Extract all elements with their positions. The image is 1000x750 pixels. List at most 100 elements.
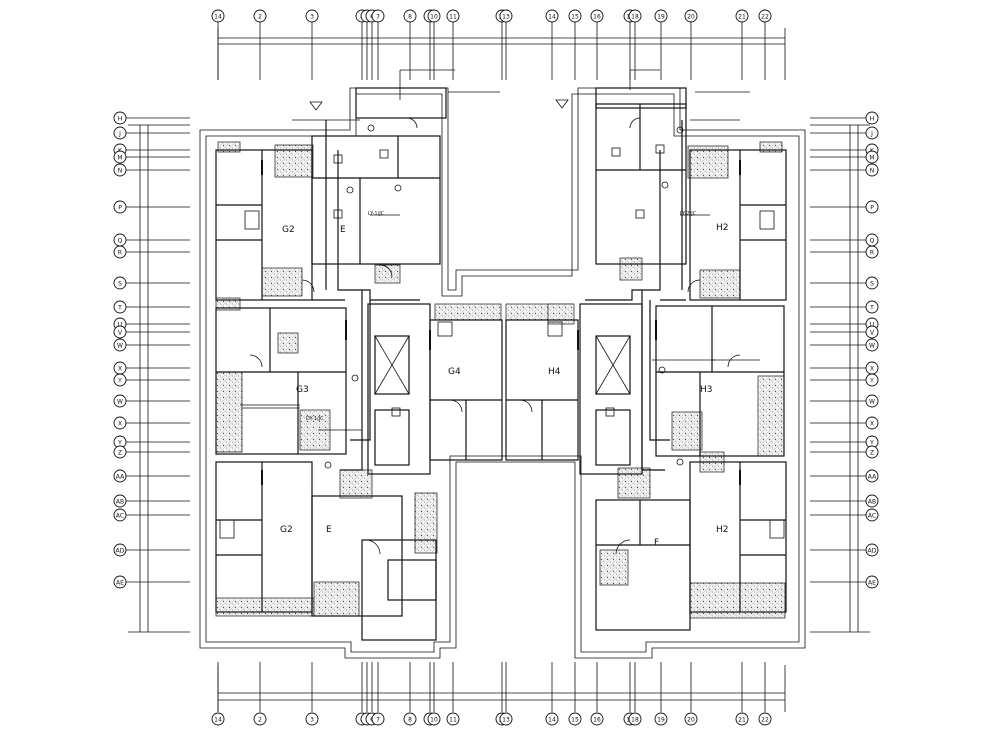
axis-bubble-bottom-1 — [253, 712, 267, 726]
axis-bubble-bottom-15 — [590, 712, 604, 726]
axis-bubble-bottom-19-label: 20 — [687, 717, 695, 724]
axis-bubble-bottom-17 — [628, 712, 642, 726]
axis-bubble-bottom-0-label: 14 — [214, 717, 222, 724]
wall-lines — [215, 87, 787, 641]
axis-bubble-bottom-9 — [427, 712, 441, 726]
axis-bubble-left-9-label: T — [117, 305, 122, 312]
axis-bubble-right-15-label: W — [869, 399, 875, 406]
axis-bubble-right-20 — [865, 494, 879, 508]
axis-bubble-right-9-label: T — [869, 305, 874, 312]
axis-bubble-left-4-label: N — [118, 168, 123, 175]
axis-bubble-bottom-13-label: 14 — [548, 717, 556, 724]
electrical-routes — [240, 120, 715, 471]
axis-bubble-top-7 — [403, 9, 417, 23]
axis-bubble-left-6-label: Q — [118, 238, 123, 245]
axis-bubble-left-16 — [113, 416, 127, 430]
axis-bubble-right-21 — [865, 508, 879, 522]
axis-bubble-left-1 — [113, 126, 127, 140]
axis-bubble-bottom-12-label: 13 — [502, 717, 510, 724]
axis-bubble-left-23-label: AE — [116, 580, 124, 587]
axis-bubble-left-19-label: AA — [116, 474, 125, 481]
axis-bubble-right-22 — [865, 543, 879, 557]
axis-bubble-top-6 — [371, 9, 385, 23]
axis-bubble-top-17-label: 18 — [631, 14, 639, 21]
axis-bubble-right-7 — [865, 245, 879, 259]
axis-bubble-bottom-0 — [211, 712, 225, 726]
axis-bubble-top-20 — [735, 9, 749, 23]
axis-bubble-left-15 — [113, 394, 127, 408]
axis-bubble-right-11-label: V — [870, 330, 875, 337]
axis-bubble-bottom-7 — [403, 712, 417, 726]
note-labels: LY-1/JC LY-2/JC DY-1/JC — [306, 211, 697, 422]
axis-bubble-right-1-label: J — [870, 131, 873, 138]
axis-bubble-top-19 — [684, 9, 698, 23]
axis-bubble-top-9-label: 10 — [430, 14, 438, 21]
axis-bubble-left-10-label: U — [118, 322, 122, 329]
axis-bubble-bottom-2 — [305, 712, 319, 726]
axis-bubble-left-16-label: X — [118, 421, 122, 428]
axis-bubble-top-12-label: 13 — [502, 14, 510, 21]
unit-label-g4: G4 — [448, 367, 461, 377]
axis-bubble-right-15 — [865, 394, 879, 408]
axis-bubble-top-2 — [305, 9, 319, 23]
axis-bubble-right-23 — [865, 575, 879, 589]
axis-bubble-left-21 — [113, 508, 127, 522]
axis-bubble-bottom-1-label: 2 — [258, 717, 262, 724]
axis-bubble-top-20-label: 21 — [738, 14, 746, 21]
axis-bubble-left-5 — [113, 200, 127, 214]
axis-bubble-right-6-label: Q — [870, 238, 875, 245]
axis-bubble-bottom-15-label: 16 — [593, 717, 601, 724]
axis-bubble-top-7-label: 8 — [408, 14, 412, 21]
axis-bubble-left-14-label: Y — [117, 378, 122, 385]
axis-bubble-bottom-17-label: 18 — [631, 717, 639, 724]
axis-bubble-bottom-6 — [371, 712, 385, 726]
axis-bubble-left-17-label: Y — [117, 440, 122, 447]
axis-bubble-right-18 — [865, 445, 879, 459]
right-axis-bubbles: HJKMNPQRSTUVWXYWXYZAAABACADAE — [810, 111, 879, 589]
axis-bubble-left-0-label: H — [118, 116, 123, 123]
axis-bubble-left-15-label: W — [117, 399, 123, 406]
axis-bubble-right-1 — [865, 126, 879, 140]
axis-bubble-top-14 — [568, 9, 582, 23]
axis-bubble-bottom-19 — [684, 712, 698, 726]
axis-bubble-left-13-label: X — [118, 366, 122, 373]
axis-bubble-right-3-label: M — [869, 155, 874, 162]
axis-bubble-bottom-9-label: 10 — [430, 717, 438, 724]
axis-bubble-right-0 — [865, 111, 879, 125]
axis-bubble-left-7-label: R — [118, 250, 122, 257]
axis-bubble-left-22-label: AD — [116, 548, 125, 555]
axis-bubble-bottom-18 — [654, 712, 668, 726]
axis-bubble-bottom-14 — [568, 712, 582, 726]
axis-bubble-left-11 — [113, 325, 127, 339]
door-swings — [249, 117, 741, 555]
axis-bubble-bottom-13 — [545, 712, 559, 726]
unit-label-h3: H3 — [700, 385, 713, 395]
axis-bubble-left-22 — [113, 543, 127, 557]
level-markers — [309, 69, 750, 111]
building-outline — [199, 87, 806, 659]
axis-bubble-top-15-label: 16 — [593, 14, 601, 21]
axis-bubble-left-3-label: M — [117, 155, 122, 162]
axis-bubble-right-20-label: AB — [868, 499, 876, 506]
top-axis-bubbles: 142345678910111213141516171819202122 — [211, 9, 772, 80]
axis-bubble-left-8-label: S — [118, 281, 122, 288]
note-label-dy1: DY-1/JC — [306, 416, 324, 422]
axis-bubble-top-13 — [545, 9, 559, 23]
axis-bubble-left-11-label: V — [118, 330, 123, 337]
axis-bubble-right-19-label: AA — [868, 474, 877, 481]
axis-bubble-right-12-label: W — [869, 343, 875, 350]
axis-bubble-right-8 — [865, 276, 879, 290]
bottom-axis-bubbles: 142345678910111213141516171819202122 — [211, 662, 772, 726]
axis-bubble-left-21-label: AC — [116, 513, 124, 520]
unit-label-g2-nw: G2 — [282, 225, 295, 235]
axis-bubble-right-17-label: Y — [869, 440, 874, 447]
note-label-ly2: LY-2/JC — [680, 211, 697, 217]
axis-bubble-bottom-10 — [446, 712, 460, 726]
left-axis-bubbles: HJKMNPQRSTUVWXYWXYZAAABACADAE — [113, 111, 190, 589]
unit-label-g3: G3 — [296, 385, 309, 395]
axis-bubble-top-13-label: 14 — [548, 14, 556, 21]
device-symbols — [219, 124, 785, 539]
axis-bubble-right-10-label: U — [870, 322, 874, 329]
axis-bubble-top-18 — [654, 9, 668, 23]
axis-bubble-left-19 — [113, 469, 127, 483]
